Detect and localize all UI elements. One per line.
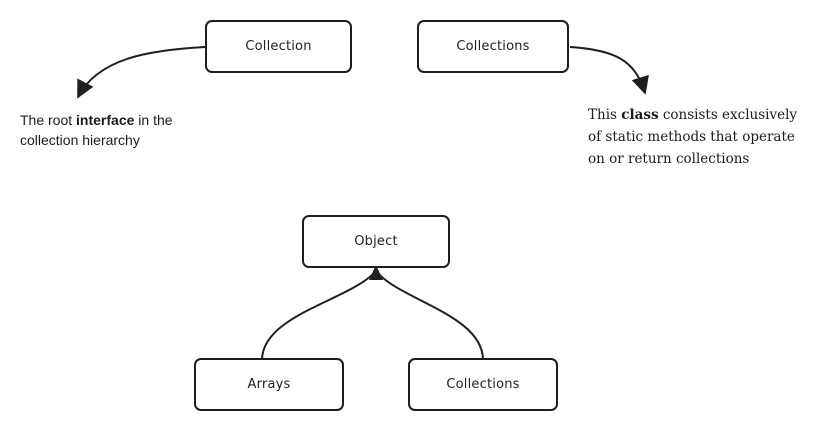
collections-note-line-3: on or return collections xyxy=(588,151,750,167)
collections-note-arrow xyxy=(569,46,649,95)
collections-top-box-label: Collections xyxy=(456,39,530,54)
arrays-box-label: Arrays xyxy=(247,377,291,392)
collection-note-line-1: The root interface in the xyxy=(20,112,173,128)
collections-bottom-box: Collections xyxy=(408,358,558,411)
collections-note: This class consists exclusively of stati… xyxy=(588,104,813,170)
collection-note: The root interface in the collection hie… xyxy=(20,110,250,150)
collections-top-box: Collections xyxy=(417,20,569,73)
collection-box: Collection xyxy=(205,20,352,73)
collections-note-line-2: of static methods that operate xyxy=(588,129,795,145)
collection-note-line-2: collection hierarchy xyxy=(20,132,140,148)
collections-bottom-box-label: Collections xyxy=(446,377,520,392)
arrays-to-object-connector xyxy=(261,271,376,361)
object-arrowhead xyxy=(369,265,383,280)
collection-box-label: Collection xyxy=(245,39,312,54)
object-box-label: Object xyxy=(354,234,398,249)
collections-note-keyword: class xyxy=(621,107,659,123)
collection-note-arrow xyxy=(77,46,206,99)
collection-note-keyword: interface xyxy=(76,112,135,128)
collections-note-line-1: This class consists exclusively xyxy=(588,107,798,123)
arrays-box: Arrays xyxy=(194,358,344,411)
object-box: Object xyxy=(302,215,450,268)
collections-to-object-connector xyxy=(376,271,484,361)
